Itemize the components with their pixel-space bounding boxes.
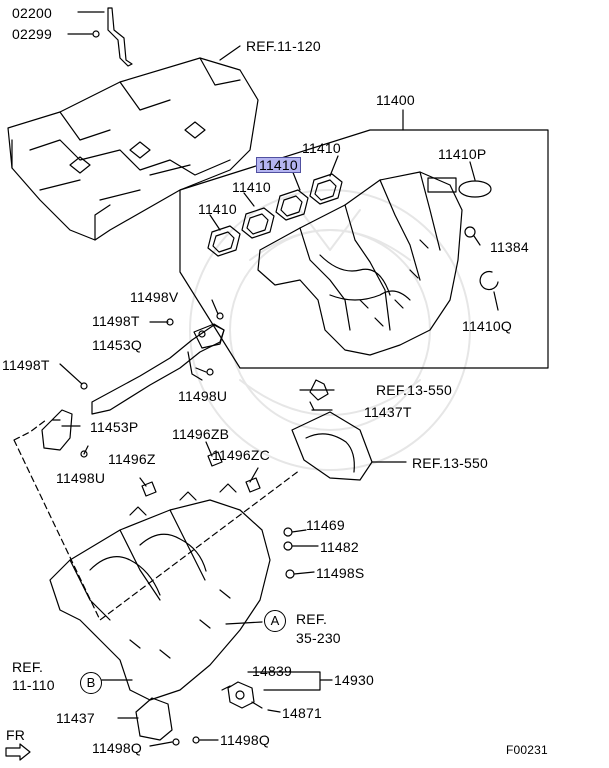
label-11496zc: 11496ZC [212, 447, 270, 463]
clip-11496zc [245, 477, 261, 493]
cylinder-head [7, 57, 259, 241]
callout-b: B [80, 672, 102, 694]
clip-11496zb [207, 451, 223, 467]
label-11437: 11437 [56, 710, 95, 726]
label-11410q: 11410Q [462, 318, 512, 334]
label-ref-35-230-ref: REF. [296, 611, 328, 627]
label-11410-highlighted: 11410 [256, 157, 301, 173]
nut-11384 [464, 226, 476, 238]
label-14930: 14930 [334, 672, 374, 688]
upper-manifold-box [179, 129, 549, 369]
label-11410-b: 11410 [232, 179, 271, 195]
upper-intake-manifold [257, 171, 463, 356]
assembly-dashed-outline [13, 419, 301, 621]
label-11498u-b: 11498U [56, 470, 106, 486]
clip-11496z [141, 481, 157, 497]
label-11410-c: 11410 [198, 201, 237, 217]
watermark [189, 189, 471, 471]
label-02299: 02299 [12, 26, 52, 42]
label-02200: 02200 [12, 5, 52, 21]
label-11498t-b: 11498T [2, 357, 50, 373]
label-11410p: 11410P [438, 146, 487, 162]
lower-intake-manifold [49, 483, 271, 701]
label-11410-a: 11410 [302, 140, 341, 156]
label-11496z: 11496Z [108, 451, 156, 467]
label-11498v: 11498V [130, 289, 179, 305]
bolt-11498s [285, 569, 295, 579]
label-11498t-a: 11498T [92, 313, 140, 329]
label-ref-13-550-a: REF.13-550 [376, 382, 452, 398]
label-11453p: 11453P [90, 419, 139, 435]
seal-11410q [479, 270, 499, 291]
label-11496zb: 11496ZB [172, 426, 230, 442]
label-11498s: 11498S [316, 565, 365, 581]
label-11437t: 11437T [364, 404, 412, 420]
label-14839: 14839 [252, 663, 292, 679]
label-ref-11-110: 11-110 [12, 677, 55, 693]
label-11400: 11400 [376, 92, 415, 108]
label-11384: 11384 [490, 239, 529, 255]
bolt-11469 [283, 527, 293, 537]
throttle-body [291, 379, 407, 481]
sensor-14930 [221, 681, 263, 709]
bracket-02200 [67, 7, 133, 67]
label-ref-11-120: REF.11-120 [246, 38, 321, 54]
label-ref-35-230: 35-230 [296, 630, 341, 646]
front-arrow-icon [5, 743, 31, 761]
label-11453q: 11453Q [92, 337, 142, 353]
figure-code: F00231 [506, 743, 548, 757]
bracket-11453p [41, 409, 73, 451]
gasket-11410p [458, 180, 492, 198]
label-ref-11-110-ref: REF. [12, 659, 44, 675]
label-fr: FR [6, 727, 26, 743]
nut-11482 [283, 541, 293, 551]
label-11482: 11482 [320, 539, 359, 555]
manifold-gaskets [207, 173, 343, 257]
label-11498q-a: 11498Q [92, 740, 142, 756]
label-11498u-a: 11498U [178, 388, 228, 404]
callout-a: A [264, 610, 286, 632]
label-14871: 14871 [282, 705, 322, 721]
bracket-11437 [135, 697, 173, 741]
label-11469: 11469 [306, 517, 345, 533]
label-ref-13-550-b: REF.13-550 [412, 455, 488, 471]
label-11498q-b: 11498Q [220, 732, 270, 748]
bracket-11453q [80, 312, 225, 415]
